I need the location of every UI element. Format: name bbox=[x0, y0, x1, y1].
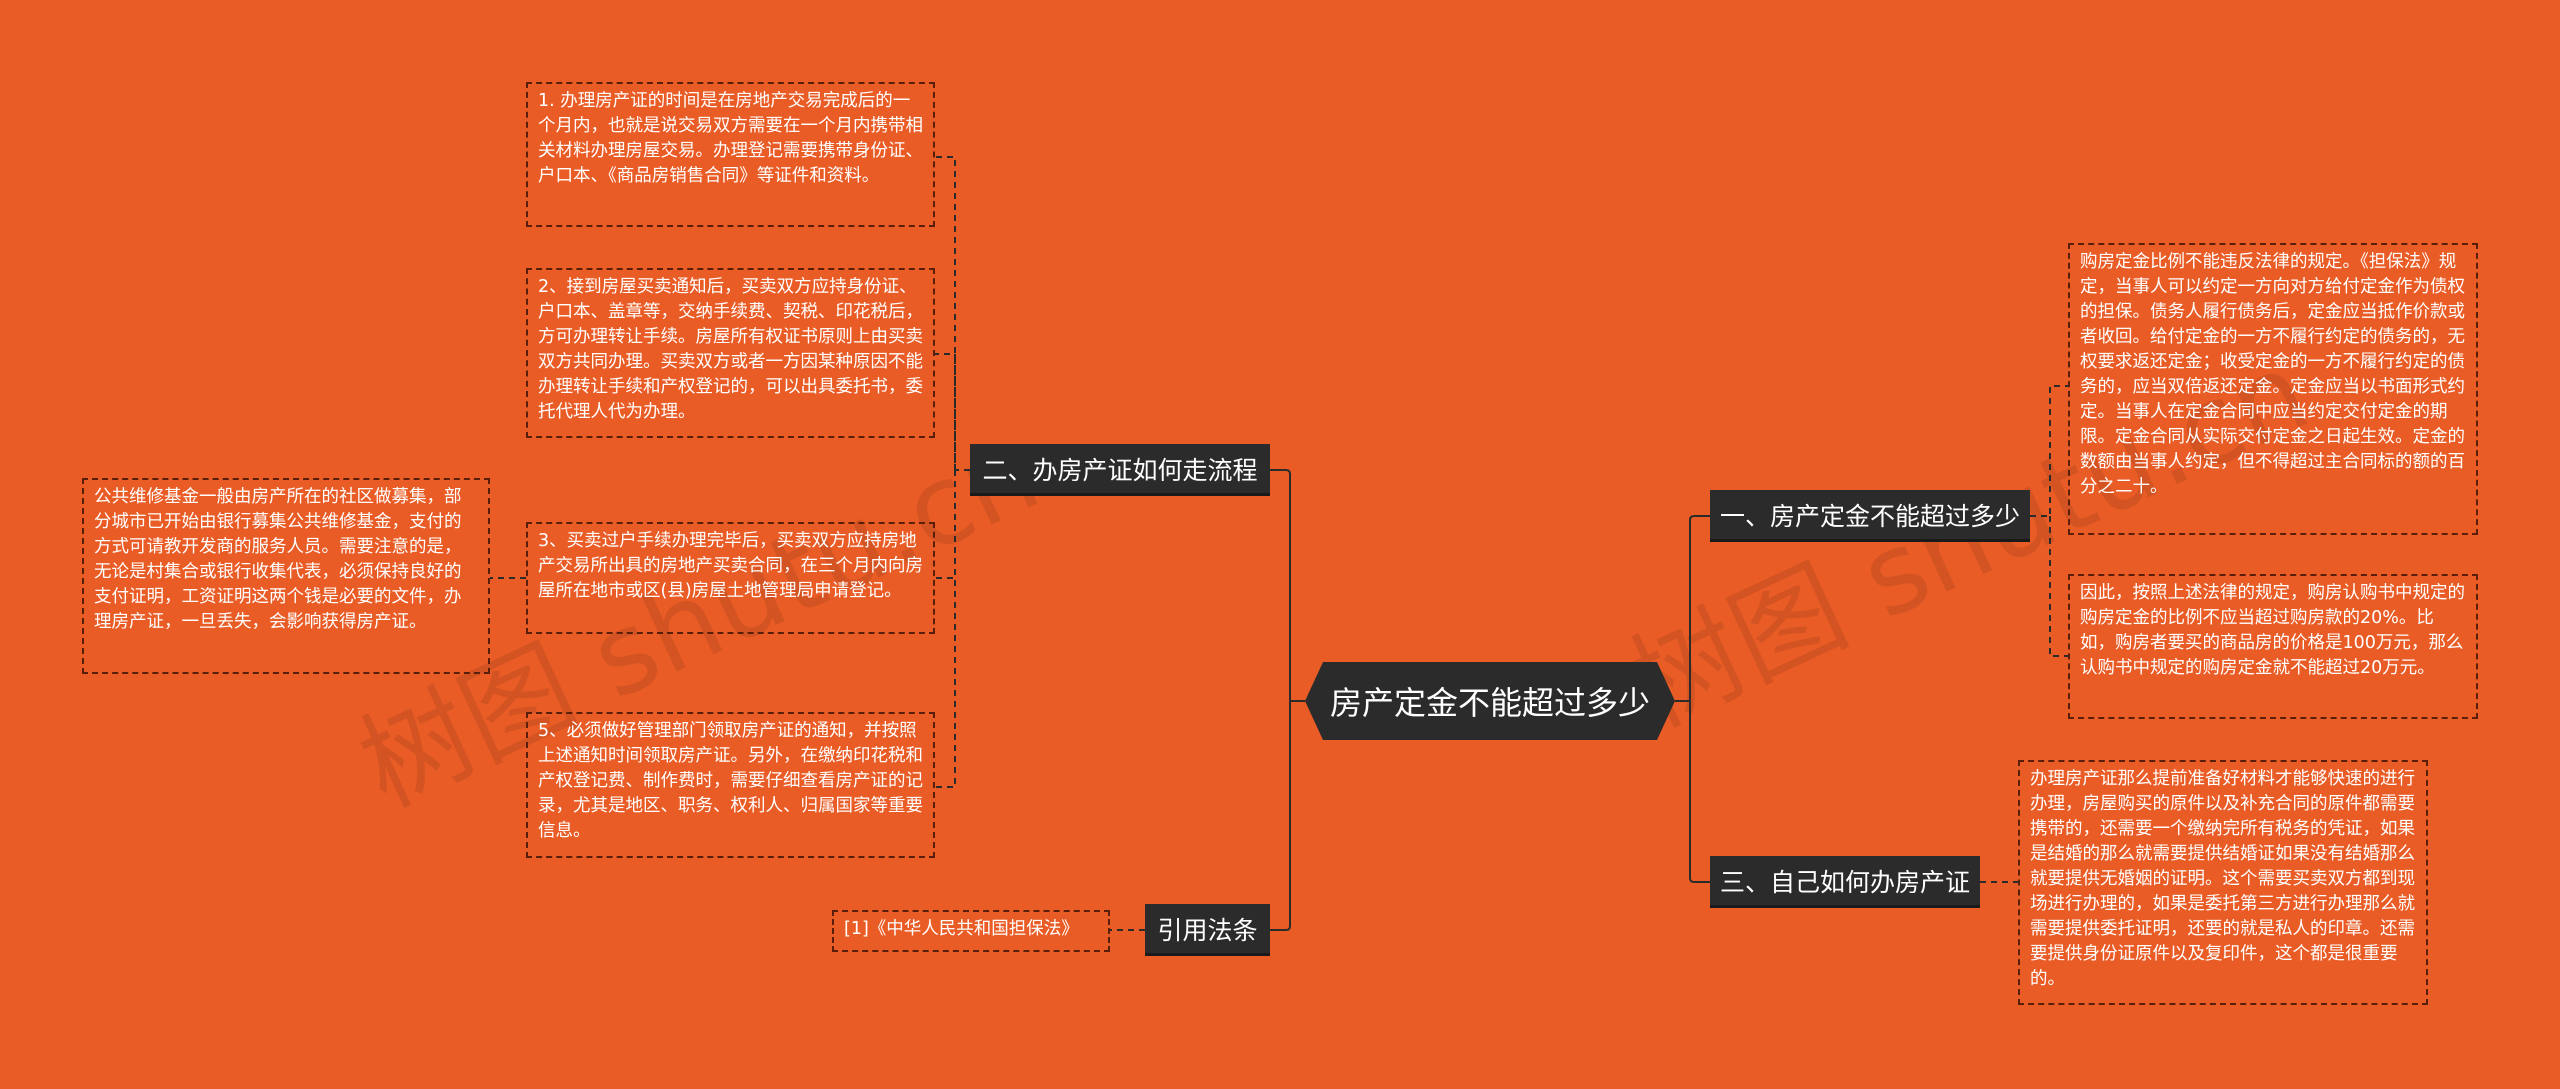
leaf-guarantee-law-rule: 购房定金比例不能违反法律的规定。《担保法》规定，当事人可以约定一方向对方给付定金… bbox=[2068, 243, 2478, 535]
leaf-step-3: 3、买卖过户手续办理完毕后，买卖双方应持房地产交易所出具的房地产买卖合同，在三个… bbox=[526, 522, 935, 634]
leaf-step-1: 1. 办理房产证的时间是在房地产交易完成后的一个月内，也就是说交易双方需要在一个… bbox=[526, 82, 935, 227]
central-topic[interactable]: 房产定金不能超过多少 bbox=[1305, 662, 1675, 740]
branch-self-certificate[interactable]: 三、自己如何办房产证 bbox=[1710, 856, 1980, 908]
branch-dingjin-limit[interactable]: 一、房产定金不能超过多少 bbox=[1710, 490, 2030, 542]
leaf-step-5: 5、必须做好管理部门领取房产证的通知，并按照上述通知时间领取房产证。另外，在缴纳… bbox=[526, 712, 935, 858]
branch-cited-laws[interactable]: 引用法条 bbox=[1145, 904, 1270, 956]
leaf-step-2: 2、接到房屋买卖通知后，买卖双方应持身份证、户口本、盖章等，交纳手续费、契税、印… bbox=[526, 268, 935, 438]
leaf-self-certificate-materials: 办理房产证那么提前准备好材料才能够快速的进行办理，房屋购买的原件以及补充合同的原… bbox=[2018, 760, 2428, 1005]
leaf-twenty-percent-example: 因此，按照上述法律的规定，购房认购书中规定的购房定金的比例不应当超过购房款的20… bbox=[2068, 574, 2478, 719]
branch-certificate-process[interactable]: 二、办房产证如何走流程 bbox=[970, 444, 1270, 496]
leaf-maintenance-fund: 公共维修基金一般由房产所在的社区做募集，部分城市已开始由银行募集公共维修基金，支… bbox=[82, 478, 490, 674]
leaf-guarantee-law-citation[interactable]: [1]《中华人民共和国担保法》 bbox=[832, 910, 1110, 952]
